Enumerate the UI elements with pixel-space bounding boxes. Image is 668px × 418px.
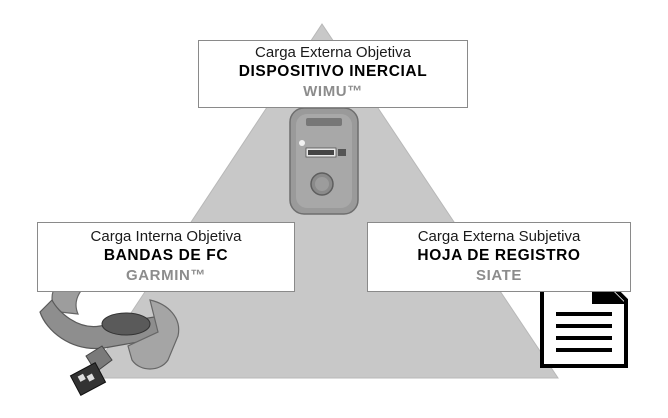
document-icon (540, 268, 628, 368)
label-box-internal-objective: Carga Interna Objetiva BANDAS DE FC GARM… (37, 222, 295, 292)
brand-label: SIATE (475, 267, 523, 284)
tool-name-label: BANDAS DE FC (103, 247, 229, 264)
wimu-device-icon (289, 107, 359, 215)
label-box-external-objective: Carga Externa Objetiva DISPOSITIVO INERC… (198, 40, 468, 108)
label-box-external-subjective: Carga Externa Subjetiva HOJA DE REGISTRO… (367, 222, 631, 292)
brand-label: WIMU™ (303, 83, 363, 100)
load-type-label: Carga Externa Subjetiva (417, 228, 581, 245)
brand-label: GARMIN™ (125, 267, 207, 284)
tool-name-label: DISPOSITIVO INERCIAL (238, 63, 428, 80)
load-type-label: Carga Externa Objetiva (255, 44, 411, 61)
load-type-label: Carga Interna Objetiva (90, 228, 242, 245)
tool-name-label: HOJA DE REGISTRO (417, 247, 581, 264)
